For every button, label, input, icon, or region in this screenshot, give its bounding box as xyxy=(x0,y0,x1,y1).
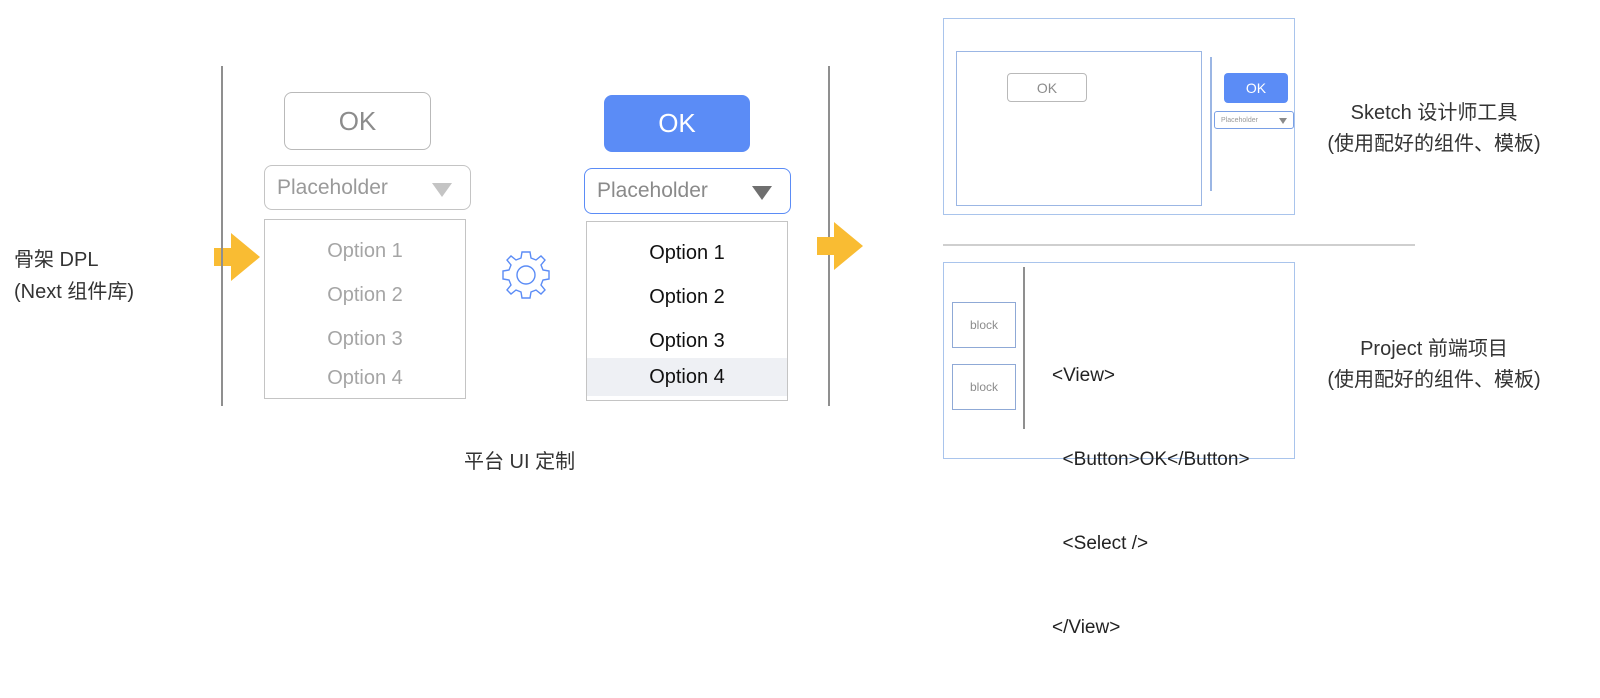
chevron-down-icon xyxy=(1279,118,1287,124)
sketch-select-placeholder: Placeholder xyxy=(1221,116,1258,124)
option-item[interactable]: Option 2 xyxy=(327,284,403,306)
sketch-panel: OK OK Placeholder xyxy=(943,18,1295,215)
platform-ui-caption: 平台 UI 定制 xyxy=(464,451,576,473)
block-label: block xyxy=(969,380,998,394)
project-label-line2: (使用配好的组件、模板) xyxy=(1327,369,1541,391)
block-box: block xyxy=(952,302,1016,348)
horizontal-divider xyxy=(943,244,1415,246)
ok-button-default-label: OK xyxy=(338,105,377,136)
code-line: <View> xyxy=(1052,365,1116,386)
sketch-label-line2: (使用配好的组件、模板) xyxy=(1327,133,1541,155)
chevron-down-icon xyxy=(432,182,452,197)
option-item[interactable]: Option 4 xyxy=(327,367,403,389)
sketch-select[interactable]: Placeholder xyxy=(1214,111,1294,129)
code-line: <Select /> xyxy=(1052,533,1149,554)
block-box: block xyxy=(952,364,1016,410)
select-custom[interactable]: Placeholder xyxy=(584,168,791,214)
sketch-artboard: OK xyxy=(956,51,1202,206)
ok-button-custom[interactable]: OK xyxy=(604,95,750,152)
dpl-label: 骨架 DPL (Next 组件库) xyxy=(14,244,134,308)
dropdown-menu-custom: Option 1 Option 2 Option 3 Option 4 xyxy=(586,221,788,401)
sketch-ok-button-ghost-label: OK xyxy=(1036,79,1058,96)
option-item[interactable]: Option 1 xyxy=(327,240,403,262)
option-item[interactable]: Option 1 xyxy=(649,242,725,264)
select-default-placeholder: Placeholder xyxy=(277,175,388,199)
dpl-label-line1: 骨架 DPL xyxy=(14,249,99,271)
code-line: <Button>OK</Button> xyxy=(1052,449,1250,470)
project-separator xyxy=(1023,267,1025,429)
ok-button-default[interactable]: OK xyxy=(284,92,431,150)
project-label-line1: Project 前端项目 xyxy=(1360,338,1508,360)
option-item[interactable]: Option 3 xyxy=(327,328,403,350)
sketch-ok-button-primary-label: OK xyxy=(1245,80,1267,96)
project-label: Project 前端项目 (使用配好的组件、模板) xyxy=(1308,334,1560,396)
dropdown-menu-default: Option 1 Option 2 Option 3 Option 4 xyxy=(264,219,466,399)
sketch-label: Sketch 设计师工具 (使用配好的组件、模板) xyxy=(1308,98,1560,160)
option-item-highlighted[interactable]: Option 4 xyxy=(587,358,787,396)
dpl-label-line2: (Next 组件库) xyxy=(14,281,134,303)
sketch-ok-button-primary[interactable]: OK xyxy=(1224,73,1288,103)
chevron-down-icon xyxy=(752,186,772,200)
option-item[interactable]: Option 3 xyxy=(649,330,725,352)
right-arrow-icon xyxy=(214,233,260,281)
project-panel: block block <View> <Button>OK</Button> <… xyxy=(943,262,1295,638)
divider-right xyxy=(828,66,830,406)
gear-icon xyxy=(502,251,550,299)
code-snippet: <View> <Button>OK</Button> <Select /> </… xyxy=(1052,306,1250,698)
sketch-label-line1: Sketch 设计师工具 xyxy=(1350,102,1518,124)
select-default[interactable]: Placeholder xyxy=(264,165,471,210)
right-arrow-icon xyxy=(817,222,863,270)
sketch-ok-button-ghost[interactable]: OK xyxy=(1007,73,1087,102)
block-label: block xyxy=(969,318,998,332)
option-item[interactable]: Option 2 xyxy=(649,286,725,308)
ok-button-custom-label: OK xyxy=(658,108,696,138)
divider-left xyxy=(221,66,223,406)
sketch-separator xyxy=(1210,57,1212,191)
code-line: </View> xyxy=(1052,617,1121,638)
select-custom-placeholder: Placeholder xyxy=(597,179,708,202)
